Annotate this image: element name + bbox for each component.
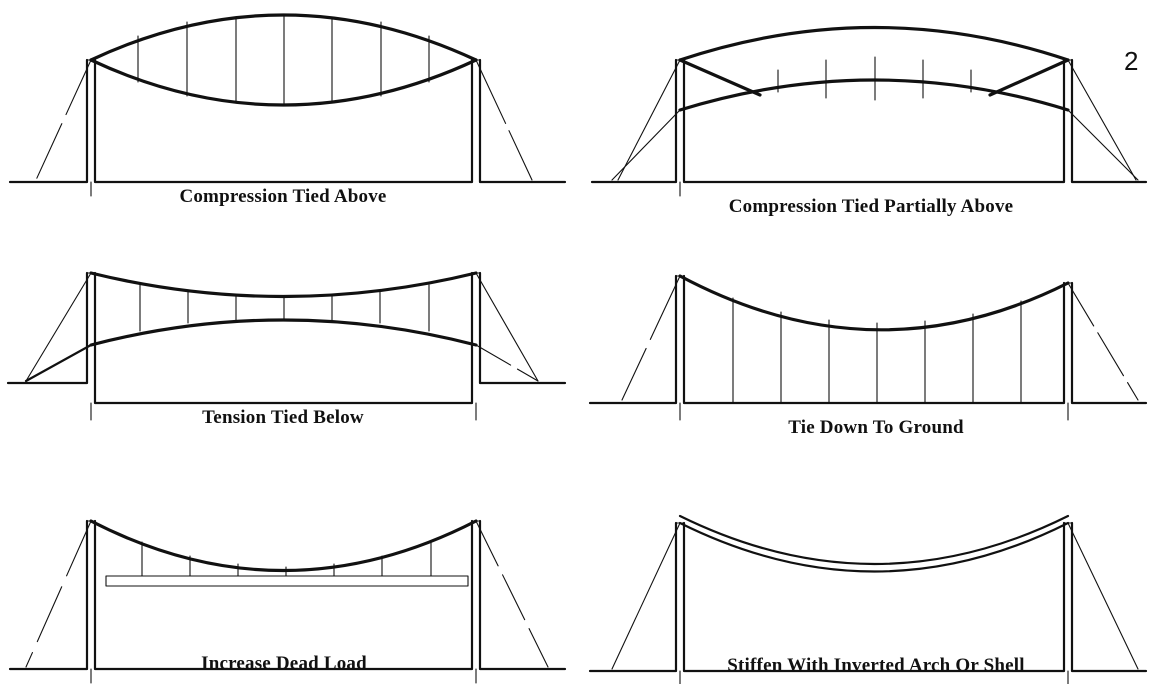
diagram-increase-dead-load [8,519,567,684]
caption-compression-tied-partially-above: Compression Tied Partially Above [728,196,1014,217]
caption-increase-dead-load: Increase Dead Load [201,653,367,674]
caption-stiffen-with-inverted-arch: Stiffen With Inverted Arch Or Shell [727,655,1025,676]
diagram-stiffen-with-inverted-arch [588,514,1148,684]
page-number: 2 [1124,46,1139,76]
diagram-tension-tied-below [6,271,567,421]
diagram-tie-down-to-ground [588,274,1148,421]
diagram-compression-tied-partially-above [590,25,1148,197]
caption-tie-down-to-ground: Tie Down To Ground [788,417,964,438]
diagram-compression-tied-above [8,13,567,197]
caption-tension-tied-below: Tension Tied Below [202,407,364,428]
caption-compression-tied-above: Compression Tied Above [179,186,387,207]
